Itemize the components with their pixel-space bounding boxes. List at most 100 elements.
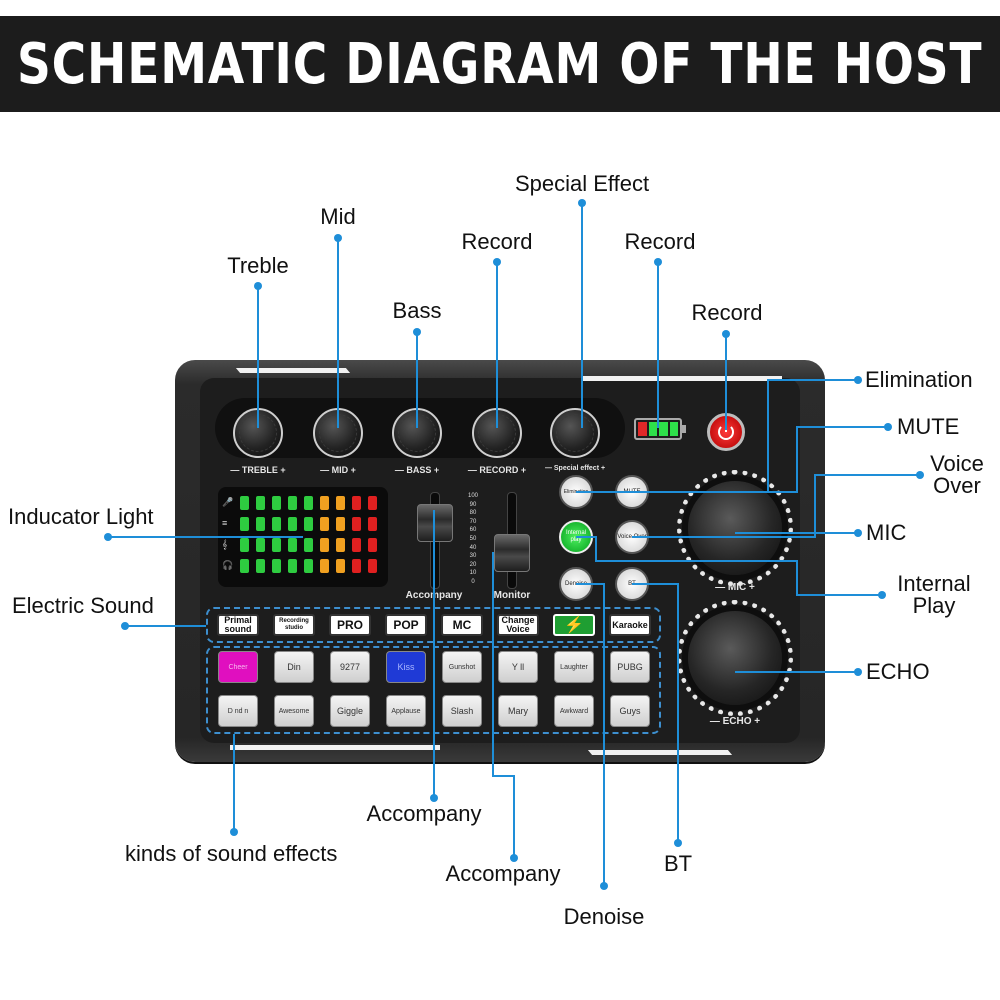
- mc-button[interactable]: MC: [441, 614, 483, 636]
- meter-led: [304, 559, 313, 573]
- mic-knob-label: — MIC +: [715, 582, 755, 593]
- sound-pad-mary[interactable]: Mary: [498, 695, 538, 727]
- meter-led: [304, 496, 313, 510]
- meter-led: [240, 559, 249, 573]
- meter-led: [352, 538, 361, 552]
- title-banner: SCHEMATIC DIAGRAM OF THE HOST: [0, 16, 1000, 112]
- callout-indicator-light: Inducator Light: [8, 504, 154, 529]
- callout-voice-over: Voice Over: [930, 451, 984, 498]
- change-voice-button[interactable]: Change Voice: [497, 614, 539, 636]
- meter-led: [256, 538, 265, 552]
- recording-studio-button[interactable]: Recording studio: [273, 614, 315, 636]
- meter-led: [368, 517, 377, 531]
- bottom-stripe-left: [230, 745, 440, 750]
- karaoke-button[interactable]: Karaoke: [609, 614, 651, 636]
- denoise-leader: [576, 583, 605, 886]
- callout-bt: BT: [663, 851, 693, 876]
- sound-pad-awkward[interactable]: Awkward: [554, 695, 594, 727]
- callout-echo: ECHO: [866, 659, 930, 684]
- meter-led: [288, 538, 297, 552]
- sound-pad-9277[interactable]: 9277: [330, 651, 370, 683]
- internal-play-leader: [576, 536, 882, 596]
- voice-over-leader: [632, 474, 920, 538]
- meter-led: [336, 538, 345, 552]
- meter-led: [240, 517, 249, 531]
- mid-knob-label: — MID +: [320, 465, 356, 475]
- meter-led: [368, 496, 377, 510]
- meter-led: [304, 517, 313, 531]
- meter-led: [240, 538, 249, 552]
- sound-pad-giggle[interactable]: Giggle: [330, 695, 370, 727]
- meter-led: [336, 517, 345, 531]
- meter-led: [336, 496, 345, 510]
- mic-knob[interactable]: [688, 481, 782, 575]
- pop-button[interactable]: POP: [385, 614, 427, 636]
- meter-led: [288, 517, 297, 531]
- monitor-fader-label: Monitor: [493, 590, 531, 601]
- sound-pad-laughter[interactable]: Laughter: [554, 651, 594, 683]
- sound-pad-pubg[interactable]: PUBG: [610, 651, 650, 683]
- monitor-fader-handle[interactable]: [494, 534, 530, 572]
- callout-record-knob: Record: [461, 229, 533, 254]
- callout-record-battery: Record: [624, 229, 696, 254]
- top-stripe-right: [582, 376, 782, 381]
- meter-led: [368, 559, 377, 573]
- pro-button[interactable]: PRO: [329, 614, 371, 636]
- bass-knob-label: — BASS +: [394, 465, 440, 475]
- callout-electric-sound: Electric Sound: [12, 593, 154, 618]
- sound-pad-cheer[interactable]: Cheer: [218, 651, 258, 683]
- sound-pad-applause[interactable]: Applause: [386, 695, 426, 727]
- meter-led: [272, 559, 281, 573]
- sound-pad-slash[interactable]: Slash: [442, 695, 482, 727]
- meter-led: [352, 559, 361, 573]
- meter-led: [304, 538, 313, 552]
- meter-led: [320, 496, 329, 510]
- callout-special-effect: Special Effect: [514, 171, 650, 196]
- meter-led: [256, 559, 265, 573]
- meter-led: [336, 559, 345, 573]
- primal-sound-button[interactable]: Primal sound: [217, 614, 259, 636]
- flash-button[interactable]: ⚡: [553, 614, 595, 636]
- sound-pad-kiss[interactable]: Kiss: [386, 651, 426, 683]
- meter-channel-icon: 𝄞: [222, 539, 228, 549]
- callout-mic: MIC: [866, 520, 907, 545]
- callout-accompany-2: Accompany: [445, 861, 561, 886]
- callout-treble: Treble: [227, 253, 289, 278]
- meter-led: [288, 496, 297, 510]
- meter-led: [256, 496, 265, 510]
- sound-pad-y-ll[interactable]: Y ll: [498, 651, 538, 683]
- mute-leader: [632, 426, 888, 493]
- callout-accompany-1: Accompany: [366, 801, 482, 826]
- callout-sound-effects: kinds of sound effects: [125, 841, 338, 866]
- page-title: SCHEMATIC DIAGRAM OF THE HOST: [17, 31, 983, 97]
- sound-pad-guys[interactable]: Guys: [610, 695, 650, 727]
- meter-led: [272, 517, 281, 531]
- meter-led: [352, 517, 361, 531]
- meter-led: [320, 517, 329, 531]
- mic-knob-ring: [677, 470, 793, 586]
- meter-led: [320, 559, 329, 573]
- meter-led: [368, 538, 377, 552]
- special-effect-knob-label: — Special effect +: [544, 465, 606, 472]
- callout-denoise: Denoise: [563, 904, 645, 929]
- bt-leader: [632, 583, 679, 843]
- meter-channel-icon: 🎧: [222, 560, 234, 570]
- sound-pad-din[interactable]: Din: [274, 651, 314, 683]
- callout-mute: MUTE: [897, 414, 960, 439]
- meter-led: [240, 496, 249, 510]
- echo-knob-label: — ECHO +: [709, 716, 761, 727]
- callout-mid: Mid: [320, 204, 356, 229]
- sound-pad-gunshot[interactable]: Gunshot: [442, 651, 482, 683]
- meter-channel-icon: 🎤: [222, 497, 234, 507]
- special-effect-knob[interactable]: [550, 408, 600, 458]
- meter-led: [288, 559, 297, 573]
- sound-pad-awesome[interactable]: Awesome: [274, 695, 314, 727]
- callout-elimination: Elimination: [865, 367, 973, 392]
- accompany-2-leader: [492, 552, 515, 858]
- sound-pad-d-nd-n[interactable]: D nd n: [218, 695, 258, 727]
- callout-internal-play: Internal Play: [897, 571, 971, 618]
- meter-led: [272, 496, 281, 510]
- echo-knob[interactable]: [688, 611, 782, 705]
